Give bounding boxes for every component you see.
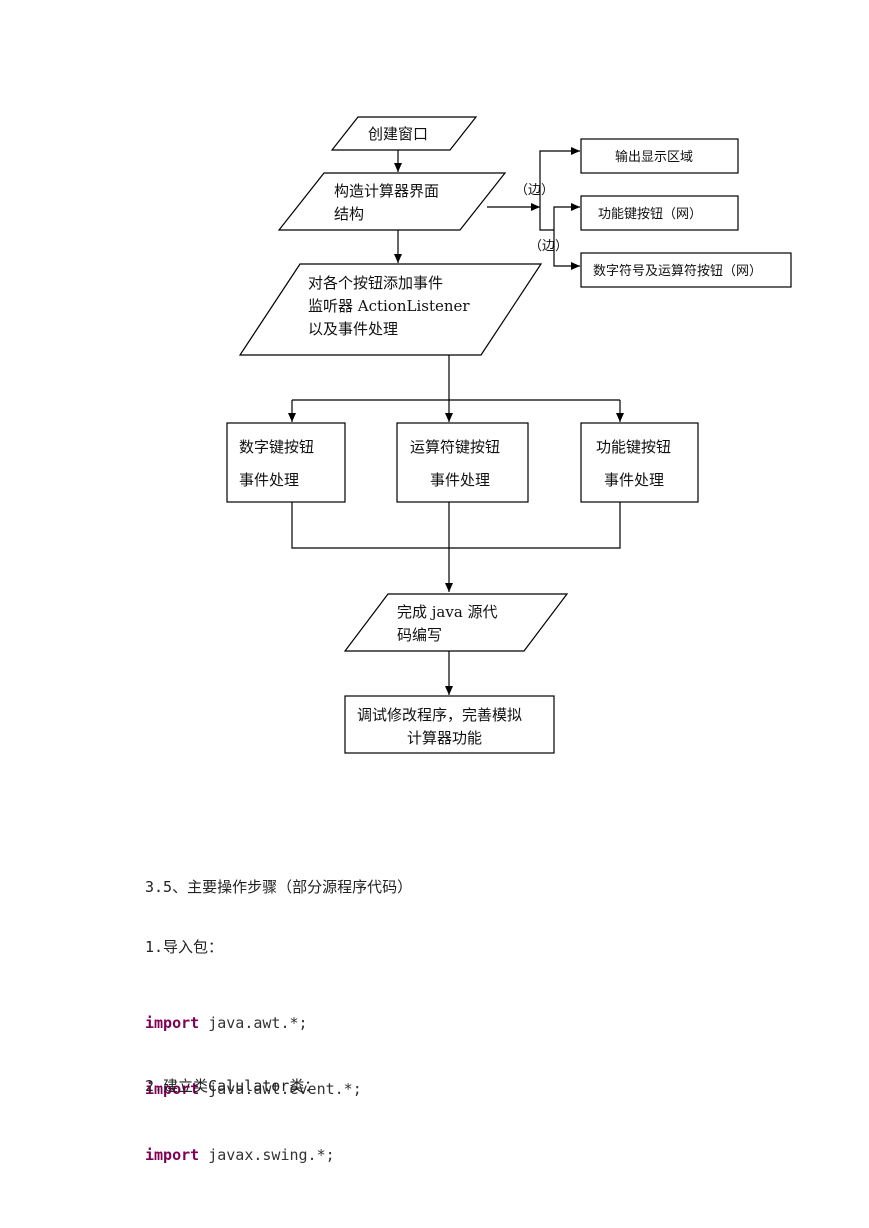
edge-label-bottom: （边） bbox=[529, 239, 568, 254]
build-ui-label-line1: 构造计算器界面 bbox=[334, 182, 439, 200]
listener-label-line1: 对各个按钮添加事件 bbox=[308, 274, 443, 292]
step1-label: 1.导入包： bbox=[145, 938, 224, 956]
debug-label-line2: 计算器功能 bbox=[407, 729, 482, 747]
add-listener-node bbox=[238, 263, 543, 356]
import-package: java.awt.*; bbox=[199, 1014, 308, 1032]
create-window-node bbox=[330, 116, 478, 151]
func-keys-grid-node bbox=[580, 195, 739, 231]
func-key-label-line1: 功能键按钮 bbox=[596, 438, 671, 456]
func-keys-grid-label: 功能键按钮（网） bbox=[598, 207, 702, 222]
import-keyword: import bbox=[145, 1146, 200, 1164]
op-key-label-line1: 运算符键按钮 bbox=[410, 438, 500, 456]
func-key-event-node bbox=[580, 422, 699, 503]
debug-program-node bbox=[344, 695, 555, 754]
listener-label-line2: 监听器 ActionListener bbox=[308, 297, 470, 315]
import-keyword: import bbox=[145, 1080, 200, 1098]
import-keyword: import bbox=[145, 1014, 200, 1032]
func-key-label-line2: 事件处理 bbox=[604, 471, 664, 489]
output-display-node bbox=[580, 138, 739, 174]
import-line: import java.awt.*; bbox=[145, 1012, 362, 1034]
import-code-block: import java.awt.*; import java.awt.event… bbox=[145, 968, 362, 1188]
import-package: javax.swing.*; bbox=[199, 1146, 335, 1164]
create-window-label: 创建窗口 bbox=[368, 125, 428, 143]
op-key-event-node bbox=[396, 422, 529, 503]
num-op-keys-grid-node bbox=[580, 252, 792, 288]
num-op-keys-grid-label: 数字符号及运算符按钮（网） bbox=[593, 263, 762, 279]
edge-label-top: （边） bbox=[515, 183, 554, 198]
listener-label-line3: 以及事件处理 bbox=[308, 320, 398, 338]
step2-label: 2.建立类Calulator类： bbox=[145, 1077, 320, 1095]
build-ui-label-line2: 结构 bbox=[334, 205, 364, 223]
num-key-label-line1: 数字键按钮 bbox=[239, 438, 314, 456]
flowchart: 创建窗口 构造计算器界面 结构 （边） （边） 输出显示区域 功能键按钮（网） … bbox=[226, 116, 792, 754]
import-package: java.awt.event.*; bbox=[199, 1080, 362, 1098]
build-ui-node bbox=[277, 172, 507, 231]
output-display-label: 输出显示区域 bbox=[615, 149, 693, 165]
write-java-node bbox=[343, 593, 569, 652]
section-heading: 3.5、主要操作步骤（部分源程序代码） bbox=[145, 878, 413, 896]
debug-label-line1: 调试修改程序，完善模拟 bbox=[357, 706, 522, 724]
import-line: import java.awt.event.*; bbox=[145, 1078, 362, 1100]
op-key-label-line2: 事件处理 bbox=[430, 471, 490, 489]
java-label-line2: 码编写 bbox=[397, 626, 442, 644]
java-label-line1: 完成 java 源代 bbox=[397, 603, 498, 621]
num-key-label-line2: 事件处理 bbox=[239, 471, 299, 489]
import-line: import javax.swing.*; bbox=[145, 1144, 362, 1166]
num-key-event-node bbox=[226, 422, 346, 503]
